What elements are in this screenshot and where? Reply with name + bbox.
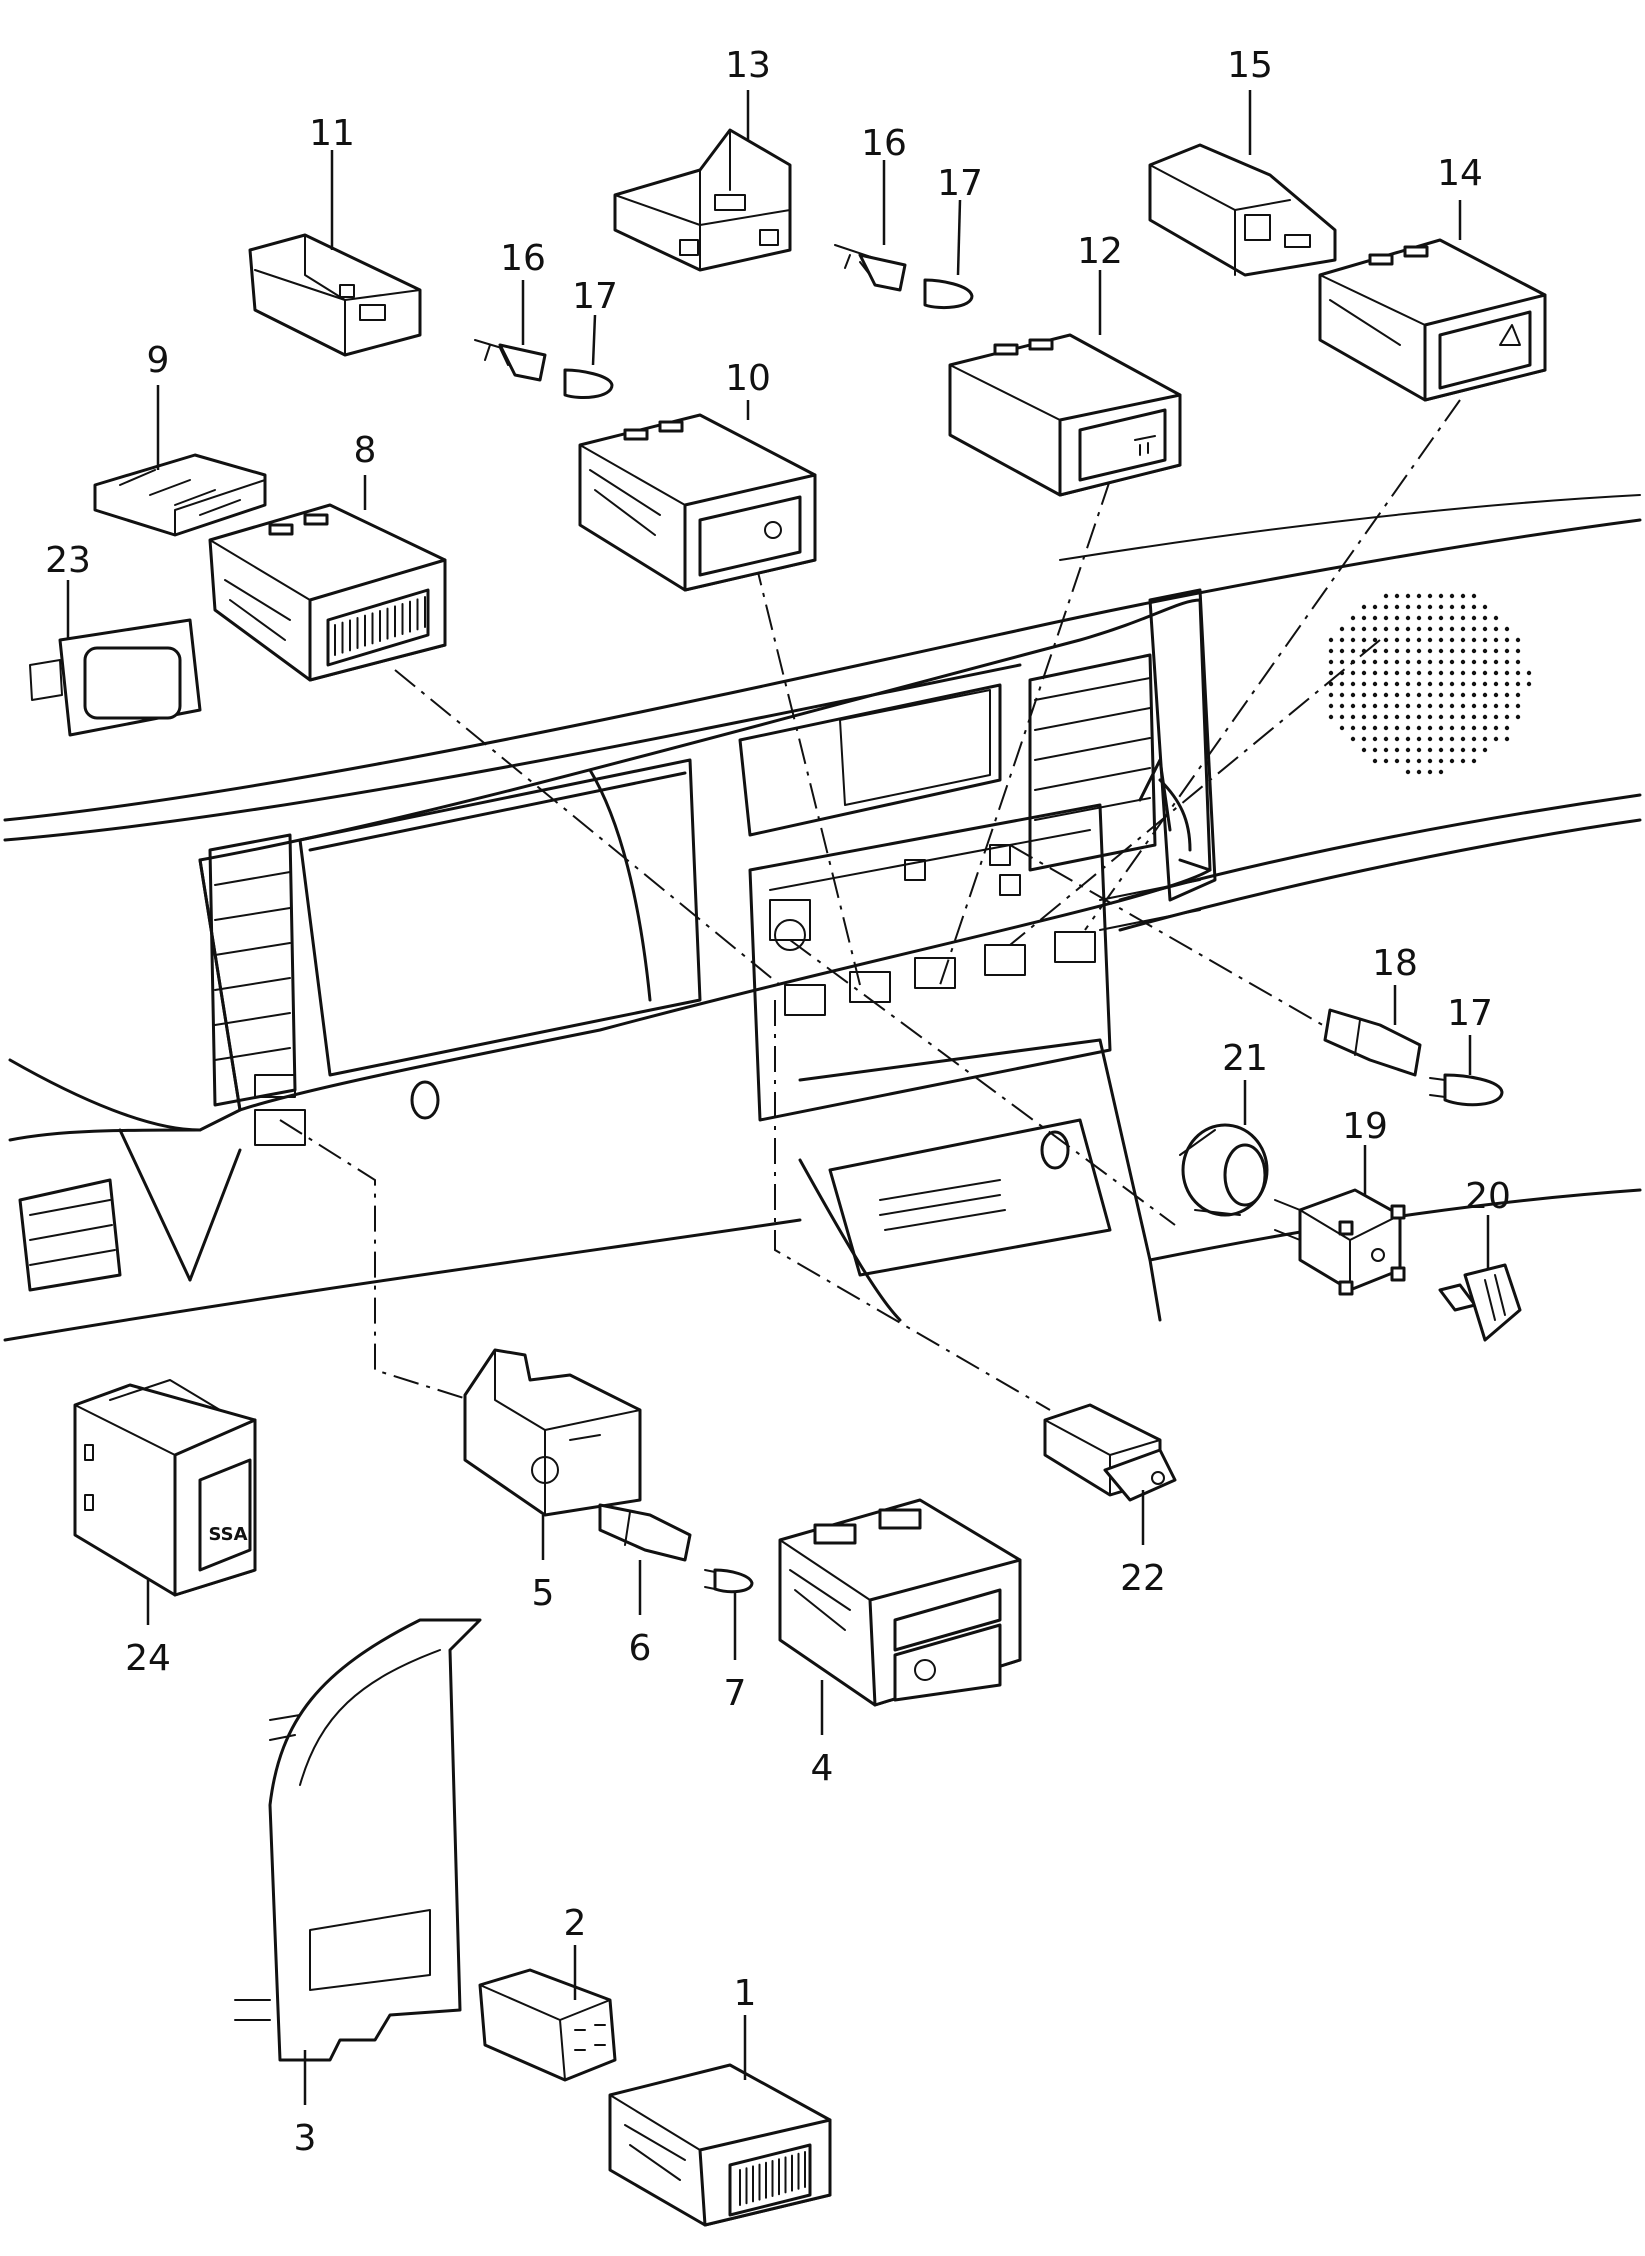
callout-leaders: [66, 90, 1490, 2105]
callout-10: 10: [725, 358, 771, 399]
part-12-rear-defrost-switch: [948, 333, 1182, 497]
callout-16-right: 16: [861, 123, 907, 164]
part-18-bulb-holder: [1323, 1008, 1422, 1077]
callout-labels: 11 13 15 16 17 14 16 17 12 9 10 8 23 18 …: [45, 45, 1511, 2159]
part-8-dimmer-switch: [208, 503, 447, 682]
part-11-holder: [248, 233, 422, 357]
dial-ticks-1: [739, 2151, 806, 2206]
leader-lines: [279, 399, 1461, 1411]
callout-13: 13: [725, 45, 771, 86]
part-16-bulb-holder-right: [834, 244, 907, 292]
part-19-rotary-switch: [1274, 1188, 1406, 1296]
part-21-cap: [1179, 1123, 1269, 1217]
part-22-rocker-switch: [1043, 1403, 1177, 1502]
part-17-bulb-lower-right: [1429, 1073, 1504, 1107]
part-1-range-control: [608, 2063, 832, 2227]
part-17-bulb-right: [923, 278, 974, 310]
callout-20: 20: [1465, 1176, 1511, 1217]
callout-17-upper-right: 17: [937, 163, 983, 204]
part-15-relay: [1148, 143, 1337, 277]
callout-4: 4: [811, 1748, 834, 1789]
part-13-holder: [613, 128, 792, 272]
callout-15: 15: [1227, 45, 1273, 86]
callout-5: 5: [532, 1573, 555, 1614]
part-10-fog-light-switch: [578, 413, 817, 592]
callout-9: 9: [147, 340, 170, 381]
callout-12: 12: [1077, 231, 1123, 272]
callout-1: 1: [734, 1973, 757, 2014]
left-vent-slats: [208, 833, 297, 1107]
callout-8: 8: [354, 430, 377, 471]
callout-11: 11: [309, 113, 355, 154]
callout-2: 2: [564, 1903, 587, 1944]
part-17-bulb-left: [563, 368, 614, 399]
part-24-ssa-switch: SSA: [73, 1379, 257, 1597]
speaker-grille: [1328, 593, 1532, 775]
ssa-marking: SSA: [208, 1524, 247, 1545]
part-14-hazard-switch: [1318, 238, 1547, 402]
dial-ticks-8: [334, 596, 426, 656]
part-7-bulb: [704, 1568, 754, 1594]
part-4-headlight-switch: [778, 1498, 1022, 1707]
callout-17-upper-left: 17: [572, 276, 618, 317]
callout-6: 6: [629, 1628, 652, 1669]
part-3-trim-panel: [234, 1618, 482, 2062]
callout-14: 14: [1437, 153, 1483, 194]
right-vent-slats: [1028, 653, 1157, 872]
part-20-knob: [1438, 1263, 1522, 1342]
callout-3: 3: [294, 2118, 317, 2159]
part-9-connector: [93, 453, 267, 537]
callout-19: 19: [1342, 1106, 1388, 1147]
part-5-relay: [463, 1348, 642, 1517]
part-23-blank-cover: [29, 618, 202, 737]
callout-22: 22: [1120, 1558, 1166, 1599]
callout-16-left: 16: [500, 238, 546, 279]
callout-17-lower-right: 17: [1447, 993, 1493, 1034]
part-6-bulb-holder: [598, 1503, 692, 1562]
part-2-connector: [478, 1968, 617, 2082]
callout-18: 18: [1372, 943, 1418, 984]
callout-23: 23: [45, 540, 91, 581]
callout-21: 21: [1222, 1038, 1268, 1079]
dashboard-assembly: [3, 494, 1642, 1342]
part-16-bulb-holder-left: [474, 339, 547, 382]
callout-24: 24: [125, 1638, 171, 1679]
callout-7: 7: [724, 1673, 747, 1714]
